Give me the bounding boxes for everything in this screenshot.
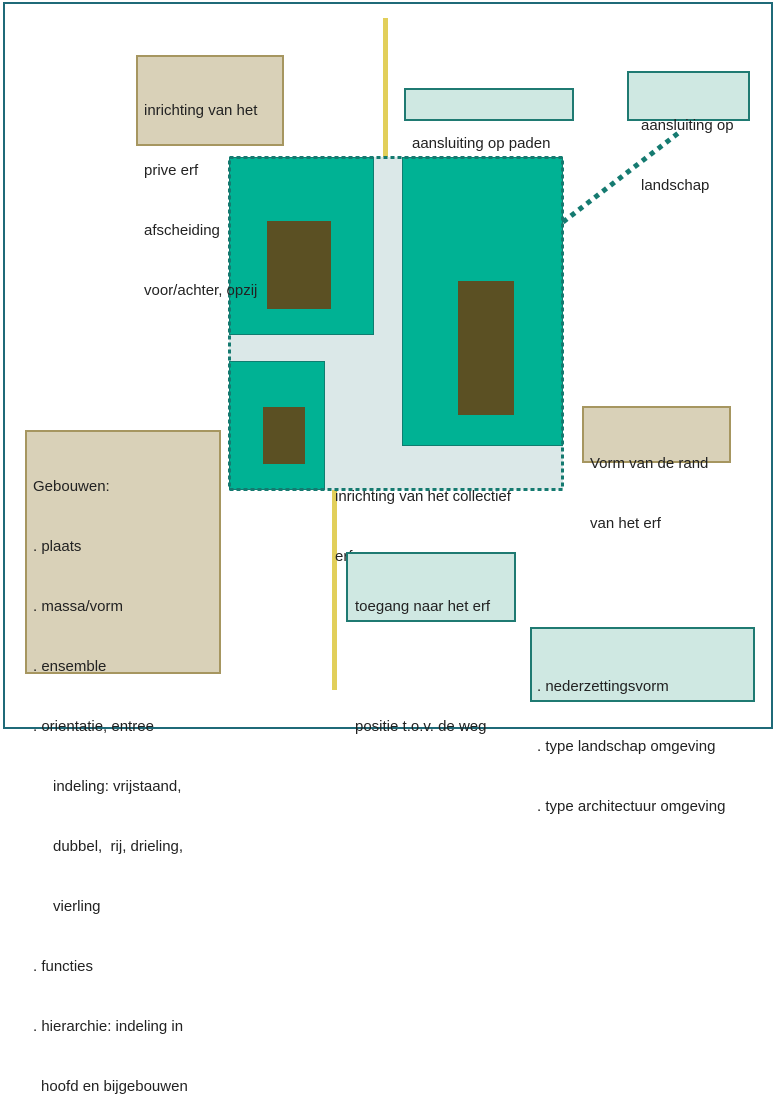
prive-erf-line3: afscheiding	[144, 222, 220, 239]
gebouwen-item: . hierarchie: indeling in	[33, 1018, 184, 1035]
toegang-line3: positie t.o.v. de weg	[355, 718, 487, 735]
building-top-left	[267, 221, 331, 309]
box-gebouwen: Gebouwen: . plaats . massa/vorm . ensemb…	[25, 430, 221, 1095]
rand-line1: Vorm van de rand	[590, 455, 709, 472]
prive-erf-line1: inrichting van het	[144, 102, 258, 119]
landschap-line1: aansluiting op	[641, 117, 734, 134]
landschap-line2: landschap	[641, 177, 710, 194]
toegang-spacer	[355, 657, 507, 677]
paden-label: aansluiting op paden	[412, 135, 551, 152]
gebouwen-item: dubbel, rij, drieling,	[53, 838, 184, 855]
box-omgeving: . nederzettingsvorm . type landschap omg…	[530, 627, 755, 815]
box-landschap: aansluiting op landschap	[627, 71, 750, 194]
gebouwen-item: . ensemble	[33, 658, 107, 675]
box-toegang: toegang naar het erf positie t.o.v. de w…	[346, 552, 516, 735]
prive-erf-line4: voor/achter, opzij	[144, 282, 258, 299]
gebouwen-item: indeling: vrijstaand,	[53, 778, 182, 795]
omgeving-item: . nederzettingsvorm	[537, 678, 669, 695]
diagram-frame	[3, 2, 773, 729]
gebouwen-item: . massa/vorm	[33, 598, 124, 615]
gebouwen-item: hoofd en bijgebouwen	[41, 1078, 188, 1095]
rand-line2: van het erf	[590, 515, 661, 532]
gebouwen-item: . functies	[33, 958, 94, 975]
label-collectief-erf-line1: inrichting van het collectief	[335, 488, 511, 505]
road-north	[383, 18, 388, 157]
gebouwen-item: . plaats	[33, 538, 82, 555]
box-prive-erf: inrichting van het prive erf afscheiding…	[136, 55, 284, 299]
toegang-line1: toegang naar het erf	[355, 598, 491, 615]
prive-erf-line2: prive erf	[144, 162, 199, 179]
building-right	[458, 281, 514, 415]
box-paden: aansluiting op paden	[404, 88, 574, 152]
building-bottom-left	[263, 407, 305, 464]
label-collectief-erf: inrichting van het collectief erf	[335, 447, 511, 587]
road-south	[332, 490, 337, 690]
omgeving-item: . type landschap omgeving	[537, 738, 716, 755]
gebouwen-heading: Gebouwen:	[33, 478, 110, 495]
gebouwen-item: . orientatie, entree	[33, 718, 154, 735]
omgeving-item: . type architectuur omgeving	[537, 798, 726, 815]
box-rand: Vorm van de rand van het erf	[582, 406, 731, 532]
gebouwen-item: vierling	[53, 898, 101, 915]
